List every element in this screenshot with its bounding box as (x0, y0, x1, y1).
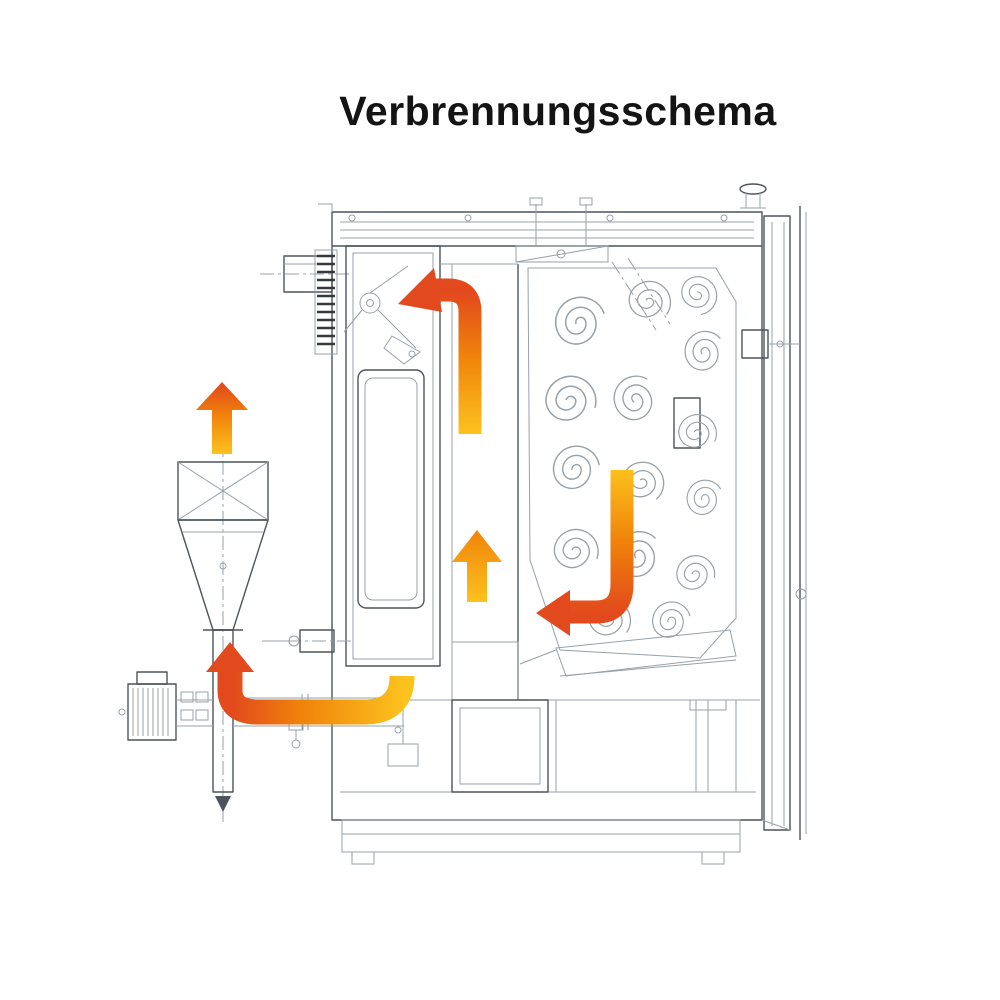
sensor-box (741, 329, 800, 359)
flue-duct (440, 263, 519, 701)
lower-right-chamber (555, 699, 737, 793)
left-fittings (262, 629, 352, 749)
flue-riser-arrow (398, 268, 482, 434)
secondary-air-arrow (452, 530, 502, 602)
rotary-valve-motor (118, 671, 213, 741)
ignition-chamber (343, 245, 441, 667)
pipe-outlet-arrow (215, 796, 231, 812)
lever-mechanism (343, 265, 421, 365)
ribbed-connector (314, 249, 338, 355)
heat-exchanger-down-arrow (536, 470, 634, 636)
ash-box (387, 699, 549, 793)
return-duct-arrow (206, 642, 415, 725)
exhaust-up-arrow (196, 382, 248, 454)
cyclone-separator (177, 436, 269, 822)
base-frame (341, 819, 741, 865)
heat-exchanger (527, 257, 737, 659)
flow-arrows (196, 268, 634, 725)
top-knob (739, 183, 767, 209)
right-door-panel (761, 206, 807, 840)
page-title: Verbrennungsschema (339, 88, 777, 134)
top-plate-fittings (348, 197, 728, 263)
lower-hopper (519, 629, 737, 677)
left-flue-stub (260, 255, 352, 293)
